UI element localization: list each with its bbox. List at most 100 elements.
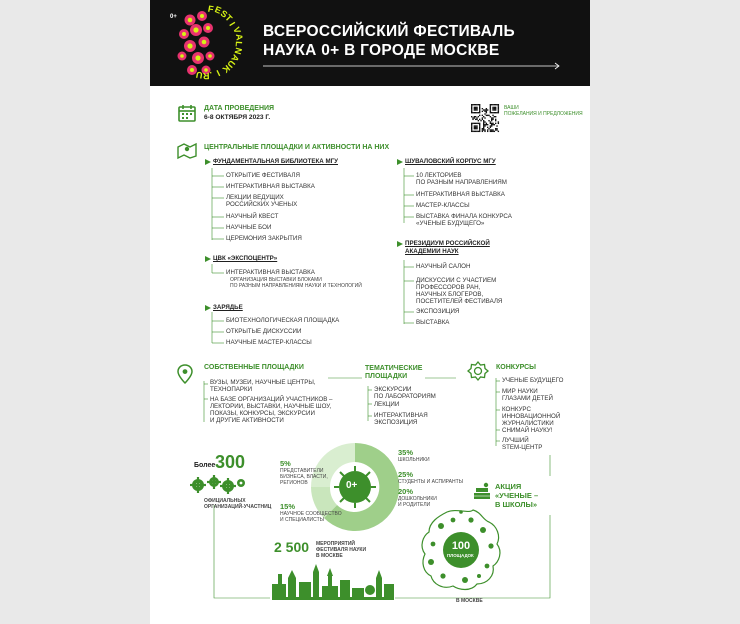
ras-name-line1: ПРЕЗИДИУМ РОССИЙСКОЙ xyxy=(405,240,490,247)
map-icon xyxy=(177,142,197,160)
calendar-icon xyxy=(178,105,196,122)
dates-value: 6-8 ОКТЯБРЯ 2023 Г. xyxy=(204,114,271,121)
audience-pct-schoolchildren: 35% xyxy=(398,448,414,457)
schools-action-line1: АКЦИЯ xyxy=(495,482,522,491)
audience-science-1: НАУЧНОЕ СООБЩЕСТВО xyxy=(280,511,342,517)
contest-item-2b: ГЛАЗАМИ ДЕТЕЙ xyxy=(502,395,553,402)
own-sites-item-2b: ЛЕКТОРИИ, ВЫСТАВКИ, НАУЧНЫЕ ШОУ, xyxy=(210,403,332,410)
contests-title: КОНКУРСЫ xyxy=(496,364,536,371)
orgs-prefix: Более xyxy=(194,462,216,469)
msu-library-name: ФУНДАМЕНТАЛЬНАЯ БИБЛИОТЕКА МГУ xyxy=(213,158,338,165)
dates-label: ДАТА ПРОВЕДЕНИЯ xyxy=(204,105,275,112)
contest-item-2: МИР НАУКИ xyxy=(502,388,538,395)
audience-schoolchildren: ШКОЛЬНИКИ xyxy=(398,457,430,463)
shuvalov-item-final-2: «УЧЕНЫЕ БУДУЩЕГО» xyxy=(416,220,485,227)
header-title-line1: ВСЕРОССИЙСКИЙ ФЕСТИВАЛЬ xyxy=(263,23,515,40)
thematic-item-1: ЭКСКУРСИИ xyxy=(374,386,412,393)
chevron-right-icon xyxy=(205,305,211,311)
location-pin-icon xyxy=(177,364,193,385)
venue-tree-lines xyxy=(211,168,414,344)
msu-item-lectures: ЛЕКЦИИ ВЕДУЩИХ xyxy=(226,194,284,201)
zaryadye-item-biotech: БИОТЕХНОЛОГИЧЕСКАЯ ПЛОЩАДКА xyxy=(226,317,340,324)
ras-item-discussions-3: НАУЧНЫХ БЛОГЕРОВ, xyxy=(416,291,484,298)
msu-item-opening: ОТКРЫТИЕ ФЕСТИВАЛЯ xyxy=(226,172,300,179)
contest-item-3: КОНКУРС xyxy=(502,406,531,413)
zaryadye-name: ЗАРЯДЬЕ xyxy=(213,304,243,311)
bottom-flow-frame xyxy=(213,455,551,599)
sites-count-number: 100 xyxy=(451,540,471,552)
shuvalov-item-lectures: 10 ЛЕКТОРИЕВ xyxy=(416,172,462,179)
events-caption-1: МЕРОПРИЯТИЙ xyxy=(316,541,356,547)
thematic-title-line1: ТЕМАТИЧЕСКИЕ xyxy=(365,365,423,372)
shuvalov-item-masterclasses: МАСТЕР-КЛАССЫ xyxy=(416,202,470,209)
orgs-caption-line1: ОФИЦИАЛЬНЫХ xyxy=(204,498,246,504)
contest-item-4: СНИМАЙ НАУКУ! xyxy=(502,427,553,434)
ras-item-discussions: ДИСКУССИИ С УЧАСТИЕМ xyxy=(416,277,497,284)
msu-item-exhibition: ИНТЕРАКТИВНАЯ ВЫСТАВКА xyxy=(226,183,315,190)
qr-code[interactable] xyxy=(471,104,500,133)
msu-item-quest: НАУЧНЫЙ КВЕСТ xyxy=(226,213,279,220)
contest-item-3c: ЖУРНАЛИСТИКИ xyxy=(502,420,554,427)
thematic-item-3: ИНТЕРАКТИВНАЯ xyxy=(374,412,428,419)
ras-item-discussions-2: ПРОФЕССОРОВ РАН, xyxy=(416,284,481,291)
audience-business-3: РЕГИОНОВ xyxy=(280,480,308,486)
ras-name-line2: АКАДЕМИИ НАУК xyxy=(405,248,459,255)
city-skyline-illustration xyxy=(272,564,394,600)
zaryadye-item-discussions: ОТКРЫТЫЕ ДИСКУССИИ xyxy=(226,328,302,335)
chevron-right-icon xyxy=(397,241,403,247)
own-sites-item-2c: ПОКАЗЫ, КОНКУРСЫ, ЭКСКУРСИИ xyxy=(210,410,315,417)
audience-science-2: И СПЕЦИАЛИСТЫ xyxy=(280,517,325,523)
qr-caption-line1: ВАШИ xyxy=(504,105,519,111)
own-sites-item-2: НА БАЗЕ ОРГАНИЗАЦИЙ УЧАСТНИКОВ – xyxy=(210,396,333,403)
audience-business-2: БИЗНЕСА, ВЛАСТИ, xyxy=(280,474,328,480)
contest-item-5: ЛУЧШИЙ xyxy=(502,437,529,444)
moscow-map-illustration xyxy=(421,509,501,591)
thematic-item-3b: ЭКСПОЗИЦИЯ xyxy=(374,419,418,426)
expocentre-name: ЦВК «ЭКСПОЦЕНТР» xyxy=(213,255,278,262)
orgs-number: 300 xyxy=(215,452,246,472)
award-icon xyxy=(466,360,490,382)
qr-caption-line2: ПОЖЕЛАНИЯ И ПРЕДЛОЖЕНИЯ xyxy=(504,111,583,117)
own-sites-item-1b: ТЕХНОПАРКИ xyxy=(210,386,253,393)
msu-item-closing: ЦЕРЕМОНИЯ ЗАКРЫТИЯ xyxy=(226,235,302,242)
audience-preschool-1: ДОШКОЛЬНИКИ xyxy=(398,496,437,502)
audience-pct-business: 5% xyxy=(280,459,291,468)
msu-item-battles: НАУЧНЫЕ БОИ xyxy=(226,224,272,231)
section-connectors xyxy=(203,377,500,446)
ras-item-exposition: ЭКСПОЗИЦИЯ xyxy=(416,308,460,315)
audience-donut xyxy=(311,442,400,531)
shuvalov-item-exhibition: ИНТЕРАКТИВНАЯ ВЫСТАВКА xyxy=(416,191,505,198)
audience-pct-science: 15% xyxy=(280,502,296,511)
audience-pct-preschool: 20% xyxy=(398,487,414,496)
events-number: 2 500 xyxy=(274,539,310,555)
audience-center: 0+ xyxy=(346,480,358,491)
audience-business-1: ПРЕДСТАВИТЕЛИ xyxy=(280,468,324,474)
sites-count-caption: В МОСКВЕ xyxy=(456,598,483,604)
own-sites-title: СОБСТВЕННЫЕ ПЛОЩАДКИ xyxy=(204,364,304,371)
own-sites-item-2d: И ДРУГИЕ АКТИВНОСТИ xyxy=(210,417,284,424)
thematic-item-1b: ПО ЛАБОРАТОРИЯМ xyxy=(374,393,436,400)
events-caption-3: В МОСКВЕ xyxy=(316,553,343,559)
audience-preschool-2: И РОДИТЕЛИ xyxy=(398,502,431,508)
own-sites-item-1: ВУЗЫ, МУЗЕИ, НАУЧНЫЕ ЦЕНТРЫ, xyxy=(210,379,316,386)
schools-action-line2: «УЧЕНЫЕ – xyxy=(495,491,539,500)
shuvalov-name: ШУВАЛОВСКИЙ КОРПУС МГУ xyxy=(405,158,496,165)
school-icon xyxy=(474,482,490,499)
expocentre-note-1: ОРГАНИЗАЦИЯ ВЫСТАВКИ БЛОКАМИ xyxy=(230,277,322,283)
chevron-right-icon xyxy=(397,159,403,165)
ras-item-discussions-4: ПОСЕТИТЕЛЕЙ ФЕСТИВАЛЯ xyxy=(416,298,503,305)
zaryadye-item-masterclasses: НАУЧНЫЕ МАСТЕР-КЛАССЫ xyxy=(226,339,312,346)
header-title-line2: НАУКА 0+ В ГОРОДЕ МОСКВЕ xyxy=(263,42,500,59)
contest-item-3b: ИННОВАЦИОННОЙ xyxy=(502,413,561,420)
sites-count-unit: ПЛОЩАДОК xyxy=(447,553,474,558)
expocentre-note-2: ПО РАЗНЫМ НАПРАВЛЕНИЯМ НАУКИ И ТЕХНОЛОГИ… xyxy=(230,283,362,289)
expocentre-item: ИНТЕРАКТИВНАЯ ВЫСТАВКА xyxy=(226,269,315,276)
orgs-caption-line2: ОРГАНИЗАЦИЙ-УЧАСТНИЦ xyxy=(204,504,272,510)
audience-students: СТУДЕНТЫ И АСПИРАНТЫ xyxy=(398,479,464,485)
ras-item-exhibition: ВЫСТАВКА xyxy=(416,319,450,326)
festival-logo xyxy=(177,11,215,75)
ras-item-salon: НАУЧНЫЙ САЛОН xyxy=(416,263,471,270)
audience-pct-students: 25% xyxy=(398,470,414,479)
